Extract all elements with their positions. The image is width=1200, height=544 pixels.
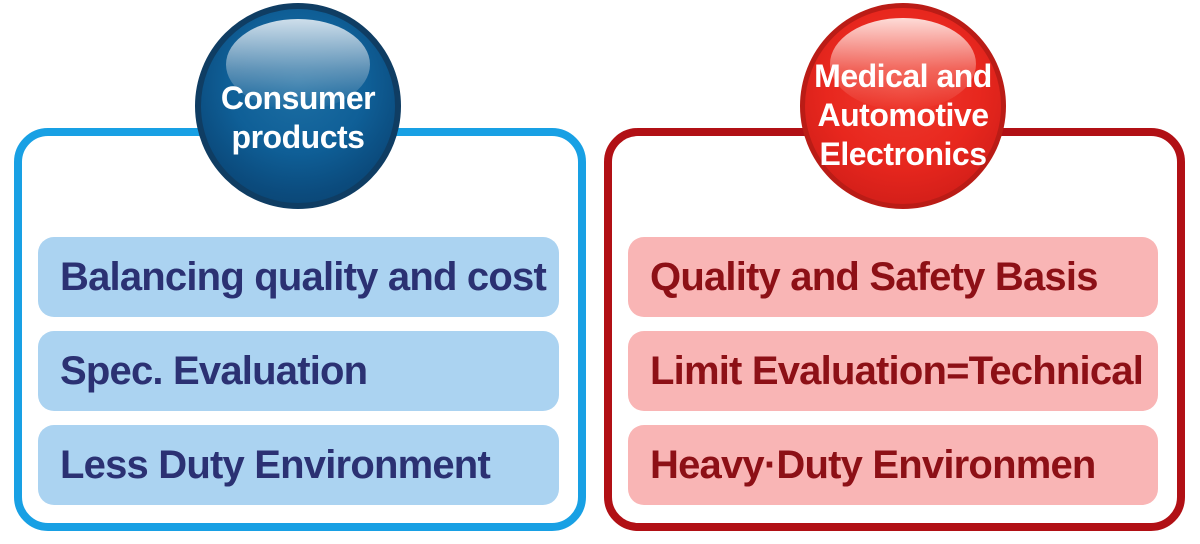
- medical-automotive-sphere-label: Medical and Automotive Electronics: [814, 57, 992, 172]
- medical-item-1: Quality and Safety Basis: [628, 237, 1158, 317]
- consumer-products-sphere: Consumer products: [195, 3, 401, 209]
- consumer-item-2: Spec. Evaluation: [38, 331, 559, 411]
- consumer-item-3: Less Duty Environment: [38, 425, 559, 505]
- medical-item-3: Heavy·Duty Environmen: [628, 425, 1158, 505]
- consumer-item-1: Balancing quality and cost: [38, 237, 559, 317]
- consumer-products-sphere-label: Consumer products: [220, 80, 376, 155]
- medical-item-2: Limit Evaluation=Technical: [628, 331, 1158, 411]
- medical-automotive-sphere: Medical and Automotive Electronics: [800, 3, 1006, 209]
